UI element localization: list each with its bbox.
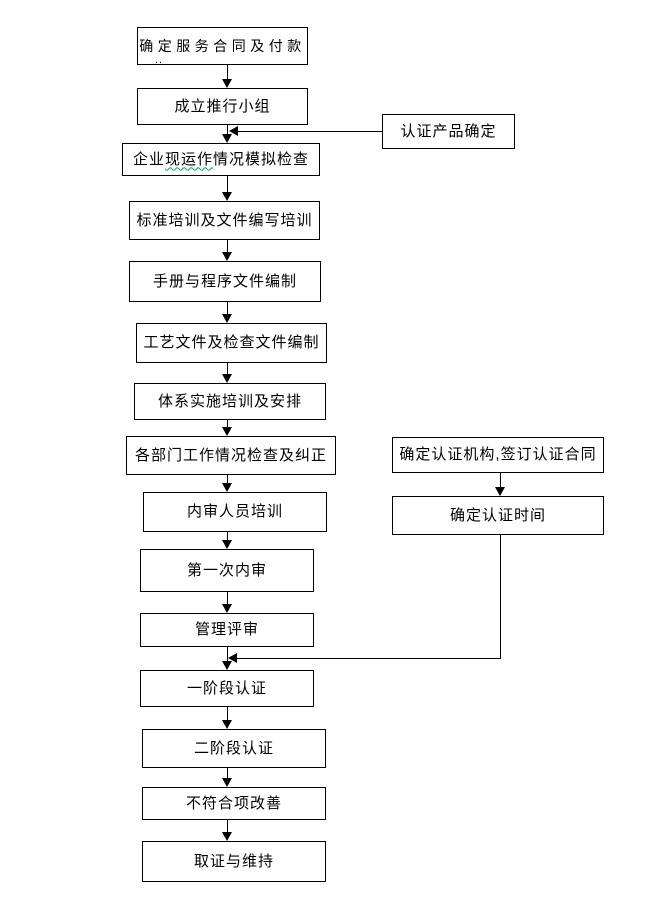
flow-step-label: 取证与维持 bbox=[193, 852, 274, 870]
arrowhead-down-step6 bbox=[222, 314, 232, 323]
connector-certification-product-to-mainflow bbox=[238, 131, 382, 132]
flow-step-standard-and-doc-writing-training: 标准培训及文件编写培训 bbox=[129, 201, 320, 240]
flow-step-label: 确定服务合同及付款 bbox=[139, 37, 306, 54]
arrowhead-left-certification-product bbox=[229, 126, 238, 136]
arrowhead-down-step14 bbox=[222, 778, 232, 787]
connector-step10-step11 bbox=[227, 592, 228, 605]
arrowhead-down-step7 bbox=[222, 374, 232, 383]
flow-step-label: 各部门工作情况检查及纠正 bbox=[134, 446, 327, 464]
flow-step-confirm-service-contract-payment: 确定服务合同及付款 .. bbox=[137, 27, 308, 66]
arrowhead-down-step9 bbox=[222, 483, 232, 492]
flow-step-department-work-check-correction: 各部门工作情况检查及纠正 bbox=[126, 436, 336, 475]
flow-step-manual-procedure-doc-preparation: 手册与程序文件编制 bbox=[129, 261, 321, 302]
flow-node-certification-product-determination: 认证产品确定 bbox=[382, 114, 515, 149]
flow-step-first-internal-audit: 第一次内审 bbox=[140, 549, 314, 592]
arrowhead-down-step13 bbox=[222, 720, 232, 729]
flow-step-label: 不符合项改善 bbox=[185, 794, 282, 812]
arrowhead-down-step3 bbox=[222, 134, 232, 143]
arrowhead-down-step5 bbox=[222, 252, 232, 261]
connector-step11-step12 bbox=[227, 647, 228, 662]
arrowhead-down-step8 bbox=[222, 427, 232, 436]
flow-step-label: 企业现运作情况模拟检查 bbox=[133, 151, 309, 169]
flow-step-stage-2-certification: 二阶段认证 bbox=[142, 729, 326, 768]
arrowhead-left-time-join bbox=[228, 653, 237, 663]
flow-step-management-review: 管理评审 bbox=[140, 613, 314, 647]
arrowhead-down-certification-time bbox=[495, 487, 505, 496]
flow-step-process-inspection-doc-preparation: 工艺文件及检查文件编制 bbox=[136, 323, 327, 363]
connector-step3-step4 bbox=[227, 176, 228, 193]
flow-step-label: 手册与程序文件编制 bbox=[152, 272, 297, 290]
label-part-pre: 企业 bbox=[132, 150, 165, 168]
connector-time-descend bbox=[500, 535, 501, 659]
flow-step-nonconformity-improvement: 不符合项改善 bbox=[142, 787, 326, 820]
connector-body-contract-to-time bbox=[500, 473, 501, 488]
spellcheck-dots-artifact: .. bbox=[155, 54, 164, 66]
arrowhead-down-step11 bbox=[222, 604, 232, 613]
flow-step-current-operation-simulation-check: 企业现运作情况模拟检查 bbox=[122, 143, 320, 176]
arrowhead-down-step4 bbox=[222, 192, 232, 201]
flow-step-label: 确定认证时间 bbox=[449, 506, 546, 524]
flow-step-stage-1-certification: 一阶段认证 bbox=[140, 670, 314, 707]
label-part-post: 情况模拟检查 bbox=[213, 150, 310, 168]
connector-step13-step14 bbox=[227, 768, 228, 779]
flow-step-label: 体系实施培训及安排 bbox=[157, 392, 302, 410]
flow-step-label: 第一次内审 bbox=[186, 561, 267, 579]
label-part-spellcheck-underlined: 现运作 bbox=[164, 150, 213, 168]
connector-step9-step10 bbox=[227, 532, 228, 541]
arrowhead-down-step10 bbox=[222, 540, 232, 549]
flow-node-certification-body-contract: 确定认证机构,签订认证合同 bbox=[392, 437, 604, 473]
arrowhead-down-step12 bbox=[222, 661, 232, 670]
flow-step-internal-auditor-training: 内审人员培训 bbox=[143, 492, 327, 532]
flow-step-label: 成立推行小组 bbox=[174, 97, 271, 115]
flow-step-label: 管理评审 bbox=[194, 621, 259, 638]
flow-step-label: 标准培训及文件编写培训 bbox=[136, 211, 313, 229]
flow-step-label: 认证产品确定 bbox=[400, 122, 497, 140]
flow-step-label: 二阶段认证 bbox=[193, 739, 274, 757]
connector-step5-step6 bbox=[227, 302, 228, 315]
connector-step2-step3 bbox=[227, 125, 228, 135]
flow-step-certificate-obtain-maintain: 取证与维持 bbox=[142, 841, 326, 882]
arrowhead-down-step15 bbox=[222, 832, 232, 841]
arrowhead-down-step2 bbox=[222, 79, 232, 88]
connector-step1-step2 bbox=[227, 65, 228, 80]
flow-node-certification-time: 确定认证时间 bbox=[392, 496, 604, 535]
flow-step-establish-implementation-team: 成立推行小组 bbox=[137, 88, 308, 125]
flow-step-label: 工艺文件及检查文件编制 bbox=[143, 334, 320, 351]
connector-step4-step5 bbox=[227, 240, 228, 253]
connector-step12-step13 bbox=[227, 707, 228, 721]
connector-step14-step15 bbox=[227, 820, 228, 833]
flow-step-label: 内审人员培训 bbox=[186, 503, 283, 520]
connector-time-to-mainflow bbox=[237, 658, 501, 659]
connector-step7-step8 bbox=[227, 420, 228, 428]
flow-step-system-implementation-training: 体系实施培训及安排 bbox=[134, 383, 326, 420]
connector-step6-step7 bbox=[227, 363, 228, 375]
flow-step-label: 确定认证机构,签订认证合同 bbox=[399, 446, 597, 463]
connector-step8-step9 bbox=[227, 475, 228, 484]
flow-step-label: 一阶段认证 bbox=[186, 679, 267, 697]
